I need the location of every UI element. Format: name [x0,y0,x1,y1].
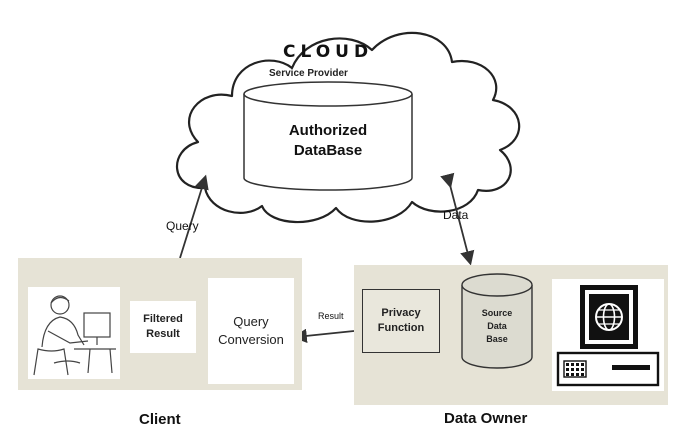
authorized-database-line2: DataBase [293,142,363,159]
computer-globe-icon [556,285,660,387]
query-conversion-line2: Conversion [218,332,284,347]
client-label: Client [139,411,181,428]
source-database-line3: Base [486,334,508,344]
authorized-database-icon [243,81,413,191]
filtered-result-box: Filtered Result [130,301,196,353]
query-arrow [179,174,209,259]
data-owner-label: Data Owner [444,410,528,427]
result-label: Result [318,311,344,321]
result-arrow [292,328,355,344]
filtered-result-line2: Result [146,328,180,340]
cloud-subtitle: Service Provider [269,68,348,79]
data-label: Data [443,208,469,222]
query-conversion-line1: Query [233,314,269,329]
source-database-line1: Source [481,308,513,318]
source-database-icon [461,273,533,369]
owner-computer-image [552,279,664,391]
query-conversion-box: Query Conversion [208,278,294,384]
data-arrow [440,172,475,266]
privacy-function-line1: Privacy [381,307,421,319]
client-user-image [28,287,120,379]
source-database-label: Source Data Base [458,307,536,346]
authorized-database-label: Authorized DataBase [244,121,412,161]
authorized-database-line1: Authorized [288,122,368,139]
privacy-function-line2: Function [377,322,425,334]
source-database-line2: Data [487,321,507,331]
data-owner-panel: Privacy Function Source Data Base [354,265,668,405]
client-panel: Filtered Result Query Conversion [18,258,302,390]
filtered-result-line1: Filtered [143,313,183,325]
privacy-function-box: Privacy Function [362,289,440,353]
person-at-computer-icon [33,295,116,376]
cloud-title: CLOUD [283,42,374,62]
query-label: Query [166,219,199,233]
